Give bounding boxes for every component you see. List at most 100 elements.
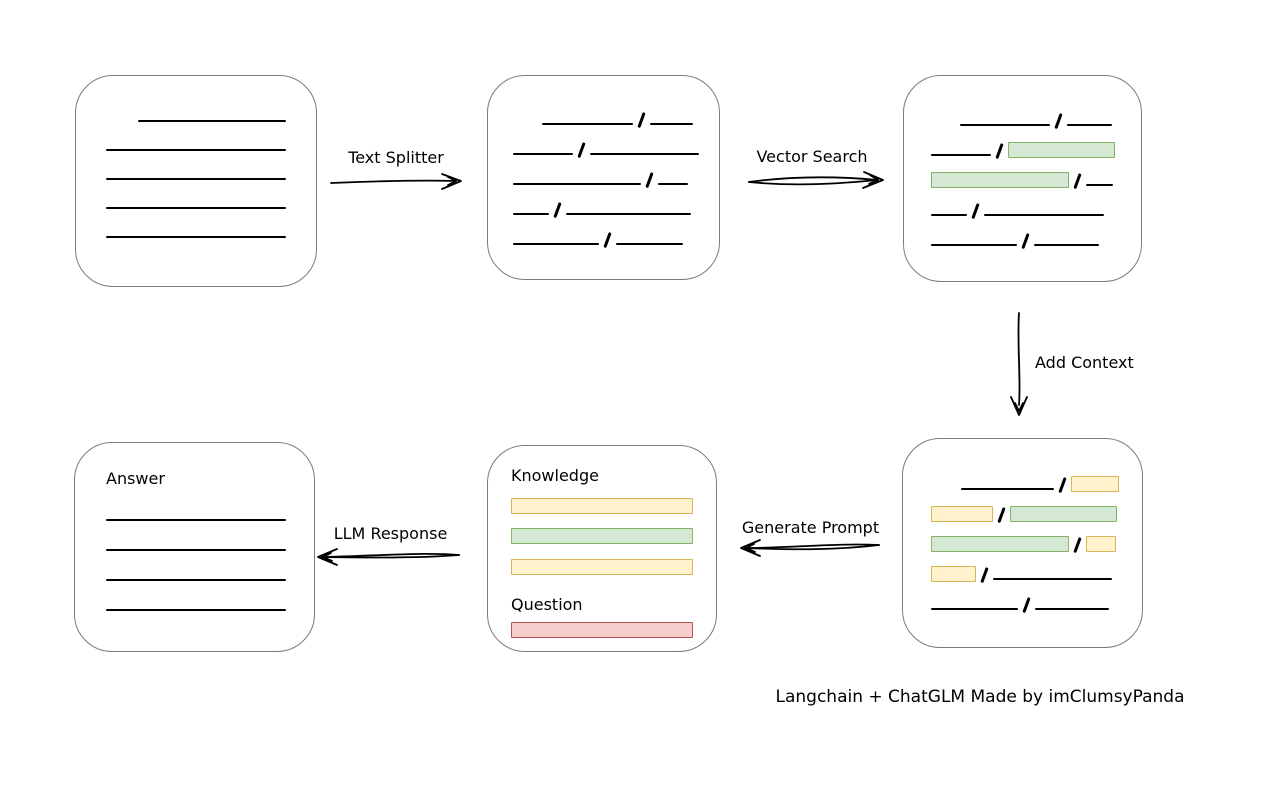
split-chunks-rows — [488, 76, 719, 279]
generate-prompt-label: Generate Prompt — [741, 518, 880, 537]
chunk-row — [513, 101, 719, 131]
slash-separator — [997, 507, 1006, 523]
question-bar — [511, 622, 716, 638]
add-context-label: Add Context — [1035, 353, 1134, 372]
green-highlight — [1009, 506, 1117, 522]
context-chunks-rows — [903, 439, 1142, 647]
text-line — [615, 243, 683, 245]
text-line — [931, 214, 967, 216]
vector-search-arrow — [748, 171, 884, 189]
chunk-row — [106, 215, 316, 244]
generate-prompt-arrow — [740, 539, 880, 557]
chunk-row — [931, 102, 1141, 132]
question-label: Question — [511, 595, 583, 614]
green-bar — [511, 528, 693, 544]
chunk-row — [931, 526, 1142, 556]
text-line — [138, 120, 286, 122]
text-line — [589, 153, 699, 155]
llm-response-arrow — [317, 548, 460, 566]
text-line — [106, 207, 286, 209]
chunk-row — [513, 221, 719, 251]
document-lines — [76, 76, 316, 286]
document-box — [75, 75, 317, 287]
yellow-highlight — [931, 506, 993, 522]
chunk-row — [106, 157, 316, 186]
knowledge-bars — [511, 498, 716, 575]
text-line — [106, 149, 286, 151]
answer-text-line — [106, 609, 286, 611]
chunk-row — [931, 586, 1142, 616]
slash-separator — [645, 172, 654, 188]
slash-separator — [971, 203, 980, 219]
yellow-bar — [511, 498, 693, 514]
text-line — [513, 153, 573, 155]
text-line — [657, 183, 688, 185]
text-line — [1085, 184, 1113, 186]
text-line — [1066, 124, 1112, 126]
text-line — [542, 123, 633, 125]
slash-separator — [577, 142, 586, 158]
slash-separator — [603, 232, 612, 248]
text-line — [992, 578, 1112, 580]
chunk-row — [931, 556, 1142, 586]
chunk-row — [931, 496, 1142, 526]
split-chunks-box — [487, 75, 720, 280]
answer-text-line — [106, 549, 286, 551]
chunk-row — [931, 192, 1141, 222]
slash-separator — [553, 202, 562, 218]
chunk-row — [513, 161, 719, 191]
text-splitter-arrow — [330, 173, 462, 190]
context-chunks-box — [902, 438, 1143, 648]
add-context-arrow — [1010, 312, 1028, 416]
text-line — [649, 123, 693, 125]
green-highlight — [931, 172, 1069, 188]
text-line — [961, 488, 1054, 490]
slash-separator — [1022, 597, 1031, 613]
chunk-row — [106, 128, 316, 157]
chunk-row — [513, 191, 719, 221]
text-line — [513, 243, 599, 245]
yellow-highlight — [1085, 536, 1116, 552]
slash-separator — [1054, 113, 1063, 129]
text-line — [1034, 608, 1109, 610]
slash-separator — [995, 143, 1004, 159]
matched-chunks-box — [903, 75, 1142, 282]
chunk-row — [931, 132, 1141, 162]
chunk-row — [931, 466, 1142, 496]
llm-response-label: LLM Response — [333, 524, 448, 543]
answer-lines — [106, 519, 314, 611]
slash-separator — [1073, 537, 1082, 553]
text-line — [960, 124, 1050, 126]
answer-label: Answer — [106, 469, 165, 488]
chunk-row — [106, 99, 316, 128]
slash-separator — [1021, 233, 1030, 249]
text-line — [931, 244, 1017, 246]
vector-search-label: Vector Search — [756, 147, 868, 166]
slash-separator — [980, 567, 989, 583]
matched-chunks-rows — [904, 76, 1141, 281]
slash-separator — [1058, 477, 1067, 493]
text-line — [106, 236, 286, 238]
text-line — [1033, 244, 1099, 246]
knowledge-label: Knowledge — [511, 466, 599, 485]
chunk-row — [931, 162, 1141, 192]
text-line — [983, 214, 1104, 216]
chunk-row — [931, 222, 1141, 252]
answer-text-line — [106, 519, 286, 521]
red-bar — [511, 622, 693, 638]
yellow-bar — [511, 559, 693, 575]
chunk-row — [513, 131, 719, 161]
yellow-highlight — [1070, 476, 1119, 492]
answer-box: Answer — [74, 442, 315, 652]
text-line — [931, 154, 991, 156]
diagram-caption: Langchain + ChatGLM Made by imClumsyPand… — [775, 687, 1185, 707]
text-line — [931, 608, 1018, 610]
text-line — [513, 183, 641, 185]
text-splitter-label: Text Splitter — [348, 148, 444, 167]
yellow-highlight — [931, 566, 976, 582]
green-highlight — [1007, 142, 1115, 158]
green-highlight — [931, 536, 1069, 552]
text-line — [565, 213, 691, 215]
slash-separator — [637, 112, 646, 128]
